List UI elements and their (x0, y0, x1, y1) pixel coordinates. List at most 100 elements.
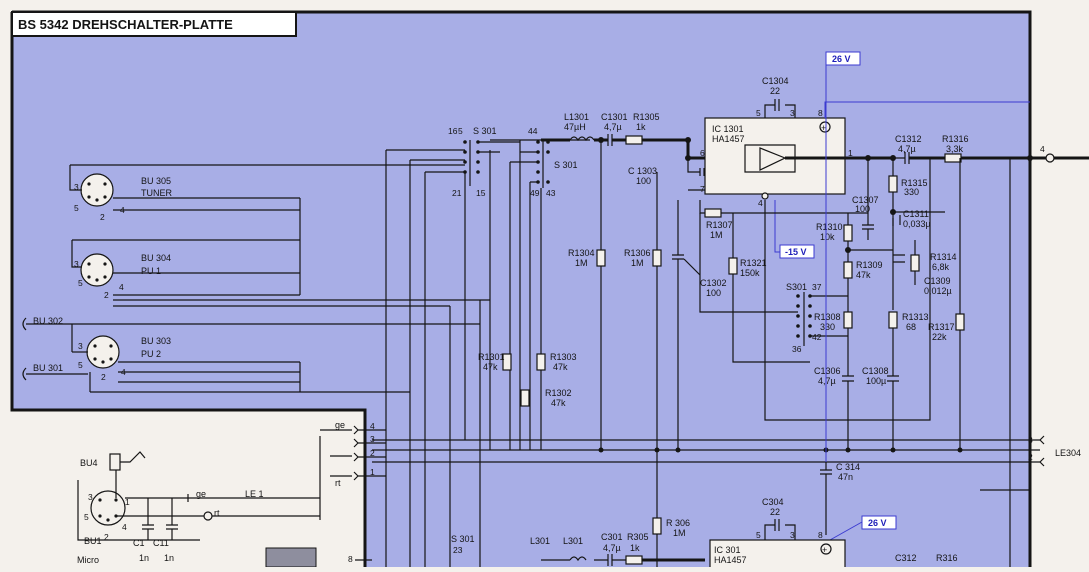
svg-text:+: + (821, 123, 826, 133)
socket-bu304: BU 304 PU 1 3 5 2 4 (74, 253, 171, 300)
svg-text:16: 16 (448, 126, 458, 136)
svg-text:330: 330 (820, 322, 835, 332)
output-path: C1312 4,7µ R1316 3,3k 4 (845, 134, 1089, 164)
svg-text:C1309: C1309 (924, 276, 951, 286)
bu4-microphone-socket: BU4 3 5 2 4 1 ge LE 1 rt C1 C11 1n 1n BU… (77, 451, 320, 565)
svg-text:4: 4 (370, 421, 375, 431)
svg-text:100µ: 100µ (866, 376, 886, 386)
voltage-26v-bottom: 26 V (868, 518, 887, 528)
svg-text:4,7µ: 4,7µ (898, 144, 916, 154)
board-area (12, 12, 1030, 567)
svg-text:15: 15 (476, 188, 486, 198)
svg-text:3: 3 (1028, 435, 1033, 445)
svg-text:R1306: R1306 (624, 248, 651, 258)
svg-text:150k: 150k (740, 268, 760, 278)
svg-text:4: 4 (758, 198, 763, 208)
switch-s301-b: 44 S 301 49 43 (490, 126, 590, 198)
svg-text:3: 3 (790, 108, 795, 118)
svg-text:R1310: R1310 (816, 222, 843, 232)
svg-text:47n: 47n (838, 472, 853, 482)
feedback-network: R1315 330 C1307 100 C1311 0,033µ R1307 1… (699, 158, 957, 310)
svg-text:49: 49 (530, 188, 540, 198)
svg-text:BU 302: BU 302 (33, 316, 63, 326)
svg-text:8: 8 (348, 554, 353, 564)
svg-text:C1308: C1308 (862, 366, 889, 376)
svg-text:L301: L301 (530, 536, 550, 546)
socket-bu303: BU 303 PU 2 3 5 2 4 (78, 335, 171, 382)
ic-1301: IC 1301 HA1457 5 3 8 6 7 4 1 + (700, 108, 853, 208)
lower-section: 8 S 301 23 L301 L301 C301 R305 4,7µ 1k R… (265, 158, 1030, 571)
svg-text:6: 6 (700, 148, 705, 158)
socket-name: BU 305 (141, 176, 171, 186)
svg-text:1M: 1M (631, 258, 644, 268)
mid-resistors: R1304 1M R1306 1M C1302 100 R1321 150k R… (568, 172, 952, 567)
svg-text:S 301: S 301 (451, 534, 475, 544)
svg-text:37: 37 (812, 282, 822, 292)
svg-text:1n: 1n (139, 553, 149, 563)
svg-text:L1301: L1301 (564, 112, 589, 122)
socket-name: BU 303 (141, 336, 171, 346)
svg-text:rt: rt (214, 508, 220, 518)
c1303: C 1303 100 (628, 158, 705, 191)
svg-text:2: 2 (370, 448, 375, 458)
socket-label: PU 2 (141, 349, 161, 359)
svg-text:5: 5 (78, 360, 83, 370)
svg-text:R1317: R1317 (928, 322, 955, 332)
svg-text:22: 22 (770, 507, 780, 517)
svg-text:BU 301: BU 301 (33, 363, 63, 373)
svg-text:C1304: C1304 (762, 76, 789, 86)
svg-text:47µH: 47µH (564, 122, 586, 132)
svg-text:R305: R305 (627, 532, 649, 542)
svg-text:2: 2 (104, 290, 109, 300)
svg-text:4,7µ: 4,7µ (604, 122, 622, 132)
svg-text:22k: 22k (932, 332, 947, 342)
svg-text:47k: 47k (483, 362, 498, 372)
svg-text:10k: 10k (820, 232, 835, 242)
svg-text:R1316: R1316 (942, 134, 969, 144)
socket-bu302: BU 302 (22, 316, 63, 331)
svg-text:IC 301: IC 301 (714, 545, 741, 555)
signal-path-upper: L1301 47µH C1301 4,7µ R1305 1k (541, 112, 760, 161)
svg-text:7: 7 (700, 184, 705, 194)
board-border-right (12, 10, 1032, 567)
svg-text:3: 3 (74, 182, 79, 192)
voltage-neg15v: -15 V (785, 247, 807, 257)
svg-text:R1315: R1315 (901, 178, 928, 188)
page-title: BS 5342 DREHSCHALTER-PLATTE (18, 17, 233, 32)
svg-text:5: 5 (756, 530, 761, 540)
svg-text:ge: ge (335, 420, 345, 430)
svg-text:HA1457: HA1457 (714, 555, 747, 565)
svg-text:4,7µ: 4,7µ (603, 543, 621, 553)
svg-text:1k: 1k (636, 122, 646, 132)
svg-text:R1302: R1302 (545, 388, 572, 398)
svg-text:100: 100 (706, 288, 721, 298)
output-pin: 4 (1040, 144, 1045, 154)
svg-text:44: 44 (528, 126, 538, 136)
svg-text:BU4: BU4 (80, 458, 98, 468)
svg-text:R 306: R 306 (666, 518, 690, 528)
svg-text:2: 2 (1028, 452, 1033, 462)
svg-text:2: 2 (100, 212, 105, 222)
svg-text:1n: 1n (164, 553, 174, 563)
le304-connector: 3 2 LE304 C 314 47n (372, 102, 1081, 535)
svg-text:3: 3 (74, 259, 79, 269)
socket-label: TUNER (141, 188, 172, 198)
svg-text:R1303: R1303 (550, 352, 577, 362)
svg-text:R316: R316 (936, 553, 958, 563)
svg-text:47k: 47k (856, 270, 871, 280)
svg-text:1: 1 (125, 497, 130, 507)
svg-text:43: 43 (546, 188, 556, 198)
svg-text:S 301: S 301 (554, 160, 578, 170)
svg-text:L301: L301 (563, 536, 583, 546)
svg-text:C1306: C1306 (814, 366, 841, 376)
svg-text:1k: 1k (630, 543, 640, 553)
svg-text:R1307: R1307 (706, 220, 733, 230)
svg-text:21: 21 (452, 188, 462, 198)
svg-text:47k: 47k (553, 362, 568, 372)
svg-text:1: 1 (848, 148, 853, 158)
svg-text:C1307: C1307 (852, 195, 879, 205)
svg-text:LE304: LE304 (1055, 448, 1081, 458)
svg-text:ge: ge (196, 489, 206, 499)
title-box (11, 11, 297, 37)
